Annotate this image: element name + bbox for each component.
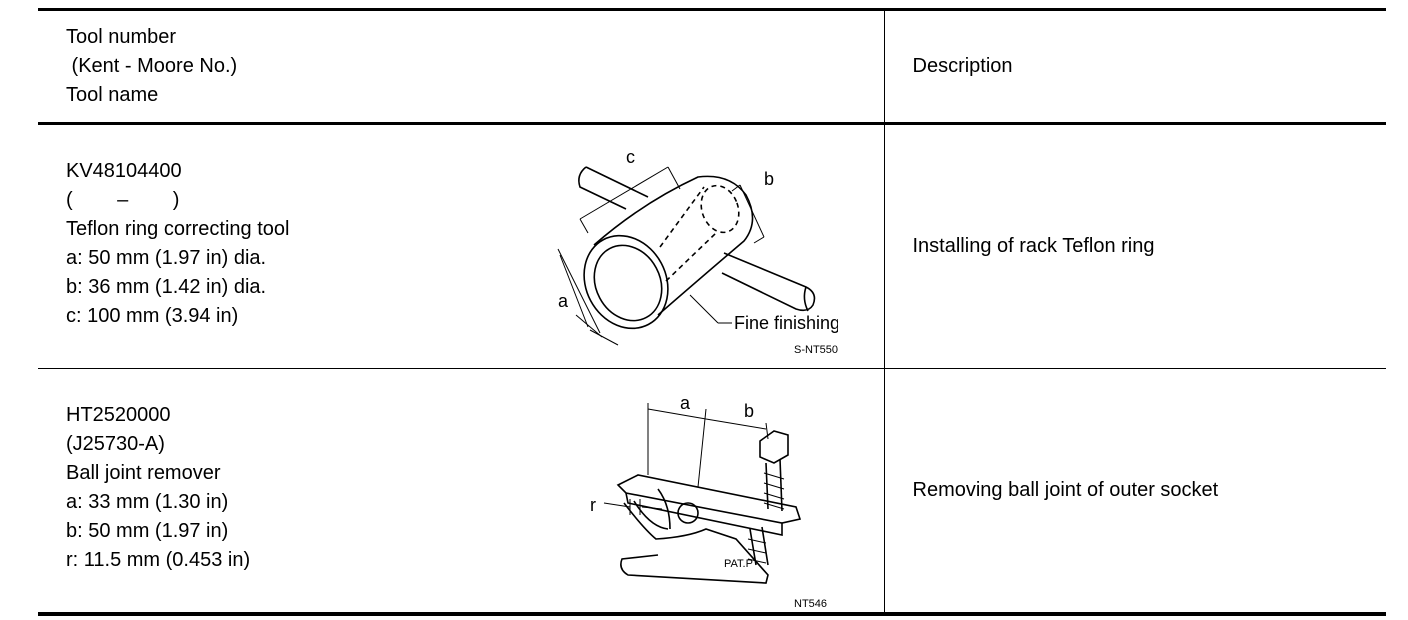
header-kent-moore-no: (Kent - Moore No.) bbox=[66, 55, 238, 77]
tool-cell-ht2520000: HT2520000 (J25730-A) Ball joint remover … bbox=[38, 368, 885, 616]
figure-code: NT546 bbox=[794, 598, 827, 609]
header-tool-name: Tool name bbox=[66, 84, 159, 106]
dimension-label-b: b bbox=[764, 169, 774, 189]
tool-info-kv48104400: KV48104400 ( – ) Teflon ring correcting … bbox=[66, 157, 289, 331]
patent-stamp: PAT.P bbox=[724, 558, 753, 570]
dimension-a: a: 33 mm (1.30 in) bbox=[66, 491, 229, 513]
table-row: KV48104400 ( – ) Teflon ring correcting … bbox=[38, 123, 1386, 369]
kent-moore-number: (J25730-A) bbox=[66, 433, 165, 455]
dimension-c: c: 100 mm (3.94 in) bbox=[66, 305, 239, 327]
table-header-row: Tool number (Kent - Moore No.) Tool name… bbox=[38, 8, 1386, 125]
ball-joint-remover-drawing: a b r PAT.P NT546 bbox=[590, 393, 827, 610]
tool-cell-kv48104400: KV48104400 ( – ) Teflon ring correcting … bbox=[38, 123, 885, 369]
header-tool-cell: Tool number (Kent - Moore No.) Tool name bbox=[38, 8, 885, 125]
table-row: HT2520000 (J25730-A) Ball joint remover … bbox=[38, 368, 1386, 616]
description-cell: Removing ball joint of outer socket bbox=[884, 368, 1386, 616]
dimension-b: b: 50 mm (1.97 in) bbox=[66, 520, 229, 542]
tool-name: Teflon ring correcting tool bbox=[66, 218, 290, 240]
dimension-label-a: a bbox=[680, 393, 691, 413]
dimension-label-a: a bbox=[558, 291, 569, 311]
kent-moore-number: ( – ) bbox=[66, 189, 180, 211]
header-description-cell: Description bbox=[884, 8, 1386, 125]
dimension-label-b: b bbox=[744, 401, 754, 421]
special-service-tools-table: Tool number (Kent - Moore No.) Tool name… bbox=[38, 8, 1386, 616]
header-tool-lines: Tool number (Kent - Moore No.) Tool name bbox=[38, 23, 884, 110]
tool-name: Ball joint remover bbox=[66, 462, 221, 484]
header-tool-number: Tool number bbox=[66, 26, 177, 48]
description-cell: Installing of rack Teflon ring bbox=[884, 123, 1386, 369]
tool-info-ht2520000: HT2520000 (J25730-A) Ball joint remover … bbox=[66, 401, 250, 575]
teflon-ring-tool-drawing: c b a Fine finishing S-NT550 bbox=[557, 147, 840, 356]
teflon-ring-tool-figure: c b a Fine finishing S-NT550 bbox=[508, 137, 840, 362]
fine-finishing-label: Fine finishing bbox=[734, 313, 838, 333]
tool-number: KV48104400 bbox=[66, 160, 182, 182]
ball-joint-remover-figure: a b r PAT.P NT546 bbox=[538, 379, 838, 610]
dimension-r: r: 11.5 mm (0.453 in) bbox=[66, 549, 251, 571]
dimension-label-r: r bbox=[590, 495, 596, 515]
dimension-label-c: c bbox=[626, 147, 635, 167]
dimension-a: a: 50 mm (1.97 in) dia. bbox=[66, 247, 267, 269]
figure-code: S-NT550 bbox=[794, 344, 838, 356]
dimension-b: b: 36 mm (1.42 in) dia. bbox=[66, 276, 267, 298]
tool-number: HT2520000 bbox=[66, 404, 171, 426]
